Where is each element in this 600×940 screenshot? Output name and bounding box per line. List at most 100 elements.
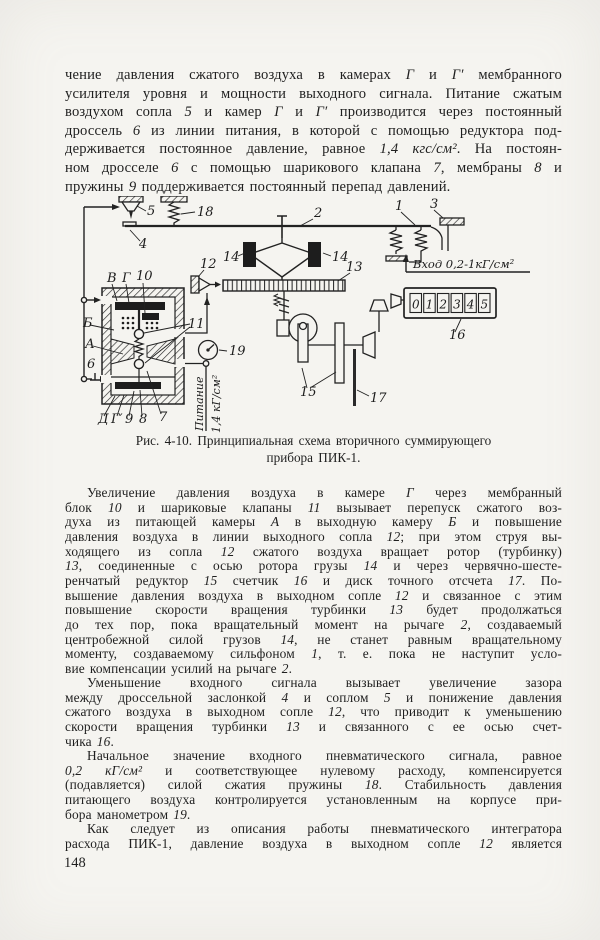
label-6: 6 (87, 357, 95, 372)
turbine-disk-13 (222, 277, 346, 292)
output-nozzle-12 (184, 275, 221, 334)
text-line: скорости вращения турбинки 13 и связанно… (65, 718, 562, 734)
input-pressure: Вход 0,2-1кГ/см² (403, 254, 530, 273)
label-19: 19 (229, 344, 246, 359)
counter-16: 0 1 2 3 4 5 (403, 287, 497, 319)
text-line: питающего воздуха контролируется установ… (65, 791, 562, 807)
figure-schematic: Вход 0,2-1кГ/см² (80, 195, 530, 433)
label-4: 4 (138, 237, 147, 252)
membrane-perforations (121, 316, 159, 330)
label-cam-g: Г (121, 271, 131, 286)
text-line: 0,2 кГ/см² и соответствующее нулевому ра… (65, 762, 563, 778)
nozzle-5 (118, 195, 144, 219)
text-line: дроссель 6 из линии питания, в которой с… (65, 122, 562, 139)
worm-reducer (272, 291, 365, 406)
stop-3 (430, 217, 465, 251)
label-15: 15 (300, 385, 317, 400)
text-line: между дроссельной заслонкой 4 и соплом 5… (65, 689, 562, 705)
text-line: ном дросселе 6 с помощью шарикового клап… (65, 159, 562, 176)
text-line: чика 16. (65, 733, 114, 749)
intro-paragraph: чение давления сжатого воздуха в камерах… (65, 66, 562, 196)
label-cam-d: Д (97, 412, 109, 427)
fine-reading-disk-17 (353, 349, 356, 406)
membrane-top (115, 302, 165, 310)
text-line: Как следует из описания работы пневматич… (87, 821, 562, 836)
leader-lines (89, 205, 462, 417)
label-1: 1 (395, 199, 403, 214)
label-cam-a: А (84, 337, 95, 352)
text-line: расхода ПИК-1, давление воздуха в выходн… (65, 835, 563, 851)
pivot (277, 215, 287, 238)
manometer-19 (184, 339, 219, 431)
text-line: Начальное значение входного пневматическ… (87, 748, 562, 763)
label-13: 13 (346, 260, 363, 275)
paragraph-5: Как следует из описания работы пневматич… (65, 821, 563, 851)
figure-4-10: Вход 0,2-1кГ/см² (57, 195, 547, 433)
label-14: 14 (332, 250, 349, 265)
label-7: 7 (159, 410, 168, 425)
label-2: 2 (313, 206, 322, 221)
label-cam-v: В (106, 271, 117, 286)
label-cam-g2: Г′ (110, 412, 123, 427)
supply-line-left (80, 204, 120, 383)
counter-digit: 1 (426, 298, 434, 312)
text-line: давления воздуха в линии выходного сопла… (65, 528, 562, 544)
counter-digit: 0 (412, 298, 420, 312)
text-line: повышение скорости вращения турбинки 13 … (65, 602, 562, 618)
text-line: вышение давления воздуха в выходном сопл… (65, 587, 562, 603)
text-line: держивается постоянное давление, равное … (65, 141, 562, 158)
counter-digit: 2 (438, 298, 447, 312)
bevel-gears (362, 293, 404, 359)
text-line: усилителя уровня и мощности выходного си… (65, 85, 562, 102)
text-line: вие компенсации усилий на рычаге 2. (65, 660, 293, 676)
paragraph-3: Уменьшение входного сигнала вызывает уве… (65, 675, 562, 749)
counter-digit: 3 (453, 298, 461, 312)
text-line: (подавляется) силой сжатия пружины 18. С… (65, 777, 563, 793)
text-line: центробежной силой грузов 14, не станет … (65, 631, 562, 647)
label-5: 5 (147, 204, 155, 219)
figure-caption: Рис. 4-10. Принципиальная схема вторично… (65, 433, 562, 466)
text-line: сжатого воздуха в выходном сопле 12, что… (65, 704, 562, 720)
label-18: 18 (197, 205, 214, 220)
text-line: ренчатый редуктор 15 счетчик 16 и диск т… (65, 572, 562, 588)
text-line: чение давления сжатого воздуха в камерах… (65, 67, 563, 83)
input-pressure-label: Вход 0,2-1кГ/см² (412, 257, 515, 271)
supply-label-1: Питание (193, 376, 206, 432)
label-12: 12 (200, 257, 217, 272)
label-8: 8 (139, 412, 147, 427)
label-cam-b: Б (82, 316, 93, 331)
weights-14 (243, 238, 321, 278)
membrane-bottom (115, 382, 161, 389)
paragraph-4: Начальное значение входного пневматическ… (65, 748, 563, 822)
text-line: ходящего из сопла 12 сжатого воздуха вра… (65, 543, 562, 559)
figure-labels: 5 18 4 2 1 3 14 14 13 12 11 19 15 17 16 … (82, 197, 466, 427)
ball-valve-upper (133, 328, 145, 340)
ball-valve-lower (133, 358, 145, 370)
text-line: блок 10 и шариковые клапаны 11 вызывает … (65, 499, 563, 515)
caption-line: прибора ПИК-1. (266, 449, 361, 465)
text-line: пружины 9 поддерживается постоянный пере… (65, 178, 451, 195)
text-line: 13, соединенные с осью ротора грузы 14 и… (65, 558, 562, 574)
text-line: воздухом сопла 5 и камер Г и Г′ производ… (65, 104, 562, 121)
label-3: 3 (430, 197, 438, 212)
gear-15b (334, 322, 345, 384)
caption-line: Рис. 4-10. Принципиальная схема вторично… (135, 433, 492, 448)
worm-gear (278, 297, 290, 314)
label-17: 17 (370, 391, 387, 406)
text-line: моменту, создаваемому сильфоном 1, т. е.… (65, 646, 562, 662)
counter-digit: 4 (466, 298, 475, 312)
text-line: духа из питающей камеры А в выходную кам… (65, 514, 562, 530)
label-11: 11 (188, 317, 205, 332)
page-number: 148 (64, 855, 86, 871)
text-line: Уменьшение входного сигнала вызывает уве… (87, 675, 562, 690)
throttle-6-symbol (90, 373, 100, 381)
label-14: 14 (223, 250, 240, 265)
supply-label-2: 1,4 кГ/см² (210, 375, 223, 433)
text-line: до тех пор, пока вращательный момент на … (65, 616, 562, 632)
counter-digit: 5 (480, 298, 488, 312)
lever-beam-2 (125, 215, 431, 238)
paragraph-2: Увеличение давления воздуха в камере Г ч… (65, 485, 563, 677)
text-line: Увеличение давления воздуха в камере Г ч… (87, 485, 562, 500)
label-16: 16 (449, 328, 466, 343)
